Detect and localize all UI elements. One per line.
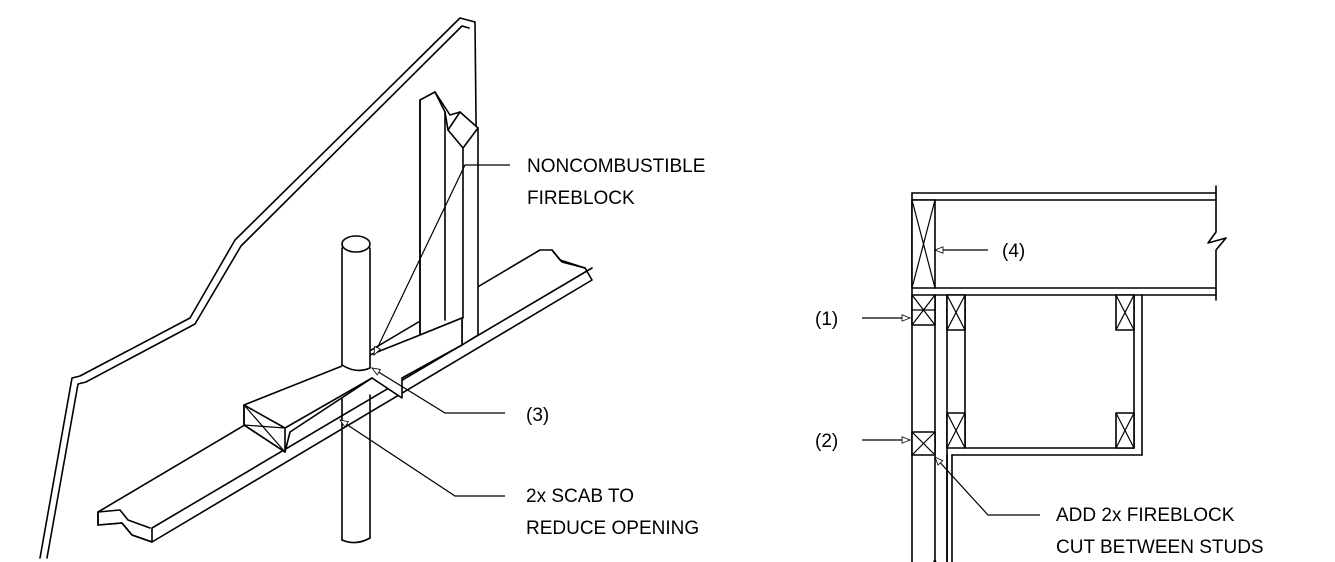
right-leaders — [862, 246, 1040, 516]
left-isometric-detail: NONCOMBUSTIBLE FIREBLOCK (3) 2x SCAB TO … — [39, 17, 705, 559]
vertical-stud — [419, 91, 479, 346]
floor-joist — [911, 185, 1227, 562]
fireblock-x-boxes — [911, 294, 1135, 456]
fireblock-callout-line1: NONCOMBUSTIBLE — [527, 156, 705, 177]
scab-callout-line2: REDUCE OPENING — [526, 518, 699, 539]
callout-2: (2) — [815, 431, 838, 452]
fireblock-block — [243, 317, 463, 453]
add-fireblock-line1: ADD 2x FIREBLOCK — [1056, 505, 1235, 526]
scab-callout-line1: 2x SCAB TO — [526, 486, 634, 507]
left-leaders — [339, 164, 510, 497]
fireblock-callout-line2: FIREBLOCK — [527, 188, 635, 209]
right-section-detail: (4) (1) (2) ADD 2x FIREBLOCK CUT BETWEEN… — [815, 185, 1264, 562]
callout-4: (4) — [1002, 241, 1025, 262]
callout-3: (3) — [526, 405, 549, 426]
pipe — [341, 235, 371, 544]
rim-block — [911, 199, 936, 289]
callout-1: (1) — [815, 309, 838, 330]
add-fireblock-line2: CUT BETWEEN STUDS — [1056, 537, 1264, 558]
